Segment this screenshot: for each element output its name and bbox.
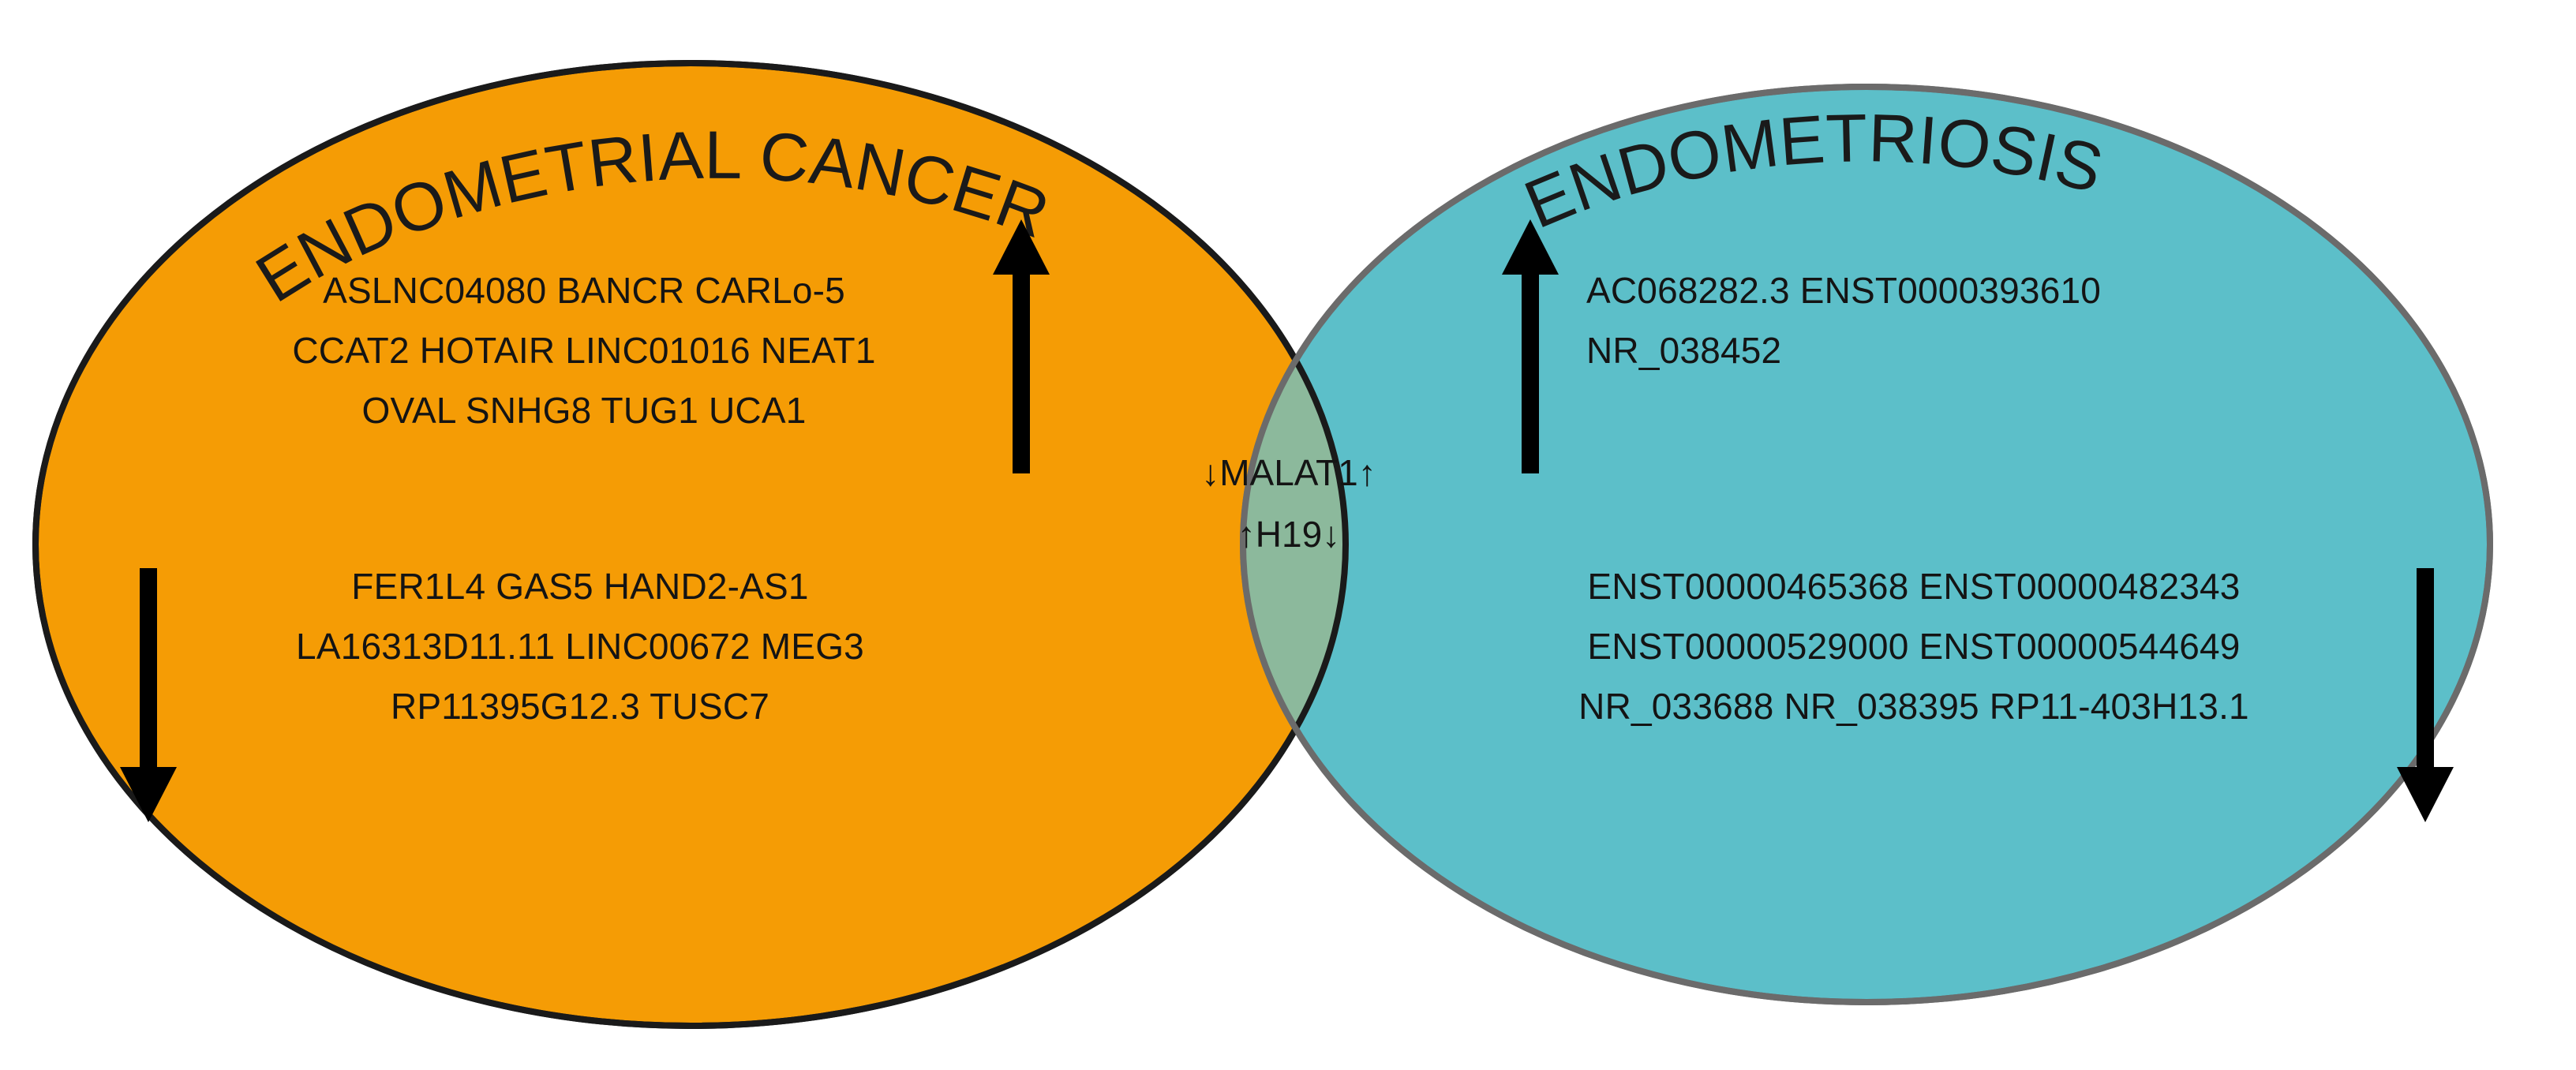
gene-line: AC068282.3 ENST0000393610 [1586,270,2102,311]
right-set-downregulated-genes: ENST00000465368 ENST00000482343 ENST0000… [1428,556,2399,736]
gene-line: FER1L4 GAS5 HAND2-AS1 [351,566,809,607]
right-set-upregulated-genes: AC068282.3 ENST0000393610 NR_038452 [1586,260,2376,380]
gene-line: OVAL SNHG8 TUG1 UCA1 [361,390,807,431]
gene-line: ENST00000529000 ENST00000544649 [1587,626,2241,667]
left-up-arrow-icon [993,219,1050,473]
gene-line: CCAT2 HOTAIR LINC01016 NEAT1 [292,330,876,371]
gene-line: ENST00000465368 ENST00000482343 [1587,566,2241,607]
right-up-arrow-icon [1502,219,1559,473]
gene-line: RP11395G12.3 TUSC7 [390,686,770,727]
right-set-ellipse [1240,84,2493,1005]
left-set-ellipse [32,60,1349,1029]
gene-line: LA16313D11.11 LINC00672 MEG3 [296,626,864,667]
gene-line: NR_038452 [1586,330,1782,371]
gene-line: NR_033688 NR_038395 RP11-403H13.1 [1578,686,2249,727]
left-set-upregulated-genes: ASLNC04080 BANCR CARLo-5 CCAT2 HOTAIR LI… [229,260,939,440]
right-set-outline [1240,84,2493,1005]
left-set-outline [32,60,1349,1029]
left-down-arrow-icon [120,568,177,822]
intersection-gene-h19: ↑H19↓ [1237,514,1341,555]
gene-line: ASLNC04080 BANCR CARLo-5 [323,270,845,311]
intersection-gene-malat1: ↓MALAT1↑ [1201,452,1376,493]
intersection-genes: ↓MALAT1↑ ↑H19↓ [1159,442,1419,565]
right-down-arrow-icon [2397,568,2454,822]
left-set-downregulated-genes: FER1L4 GAS5 HAND2-AS1 LA16313D11.11 LINC… [201,556,959,736]
